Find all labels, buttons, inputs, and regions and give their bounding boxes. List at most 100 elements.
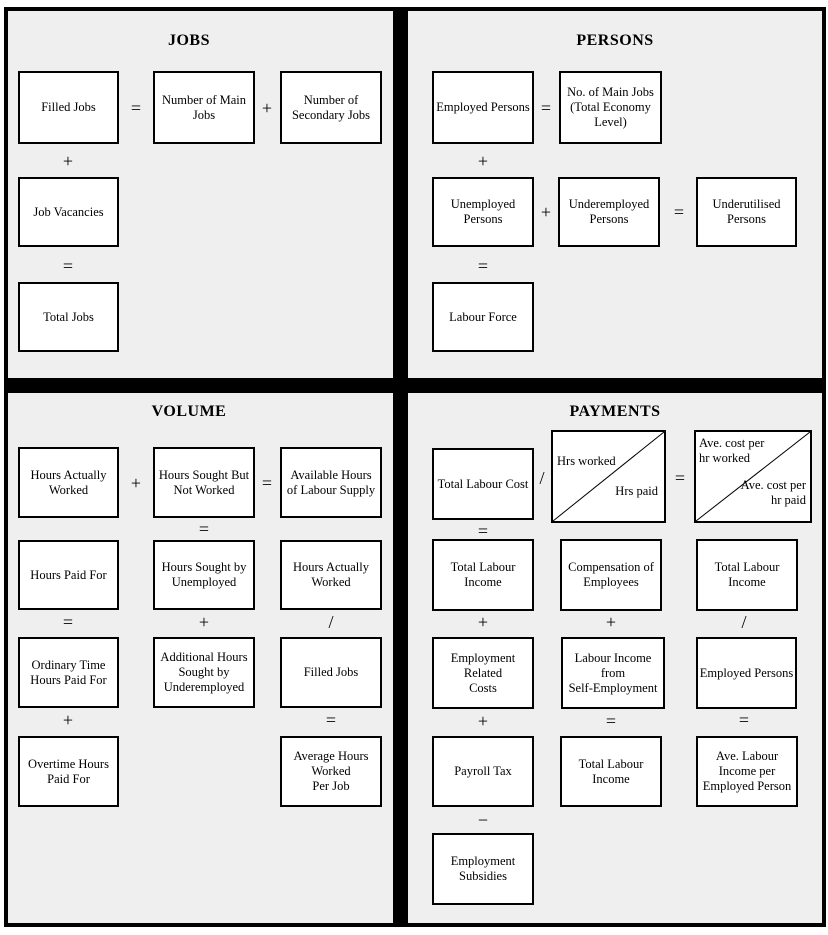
box-label: Total Labour Cost [437,476,529,491]
box-label: Number of Main Jobs [161,92,246,122]
box-employment-subsidies: Employment Subsidies [432,833,534,905]
horizontal-divider [8,378,822,393]
operator-equals: = [130,98,142,118]
box-filled-jobs: Filled Jobs [18,71,119,144]
box-label: Payroll Tax [454,764,512,778]
box-main-jobs-total-economy: No. of Main Jobs (Total Economy Level) [559,71,662,144]
box-unemployed-persons: Unemployed Persons [432,177,534,247]
box-label: Employed Persons [436,100,530,114]
quadrant-title-jobs: JOBS [167,32,210,49]
box-employment-related-costs: Employment Related Costs [432,637,534,709]
operator-equals: = [62,612,74,632]
box-label: Underemployed Persons [568,197,650,226]
box-underemployed-persons: Underemployed Persons [558,177,660,247]
box-label: Hours Sought by Unemployed [161,560,247,589]
box-underutilised-persons: Underutilised Persons [696,177,797,247]
box-hours-sought-by-unemployed: Hours Sought by Unemployed [153,540,255,610]
operator-plus: + [540,202,552,222]
operator-divide: / [741,612,747,632]
quadrant-title-volume: VOLUME [151,403,227,420]
box-average-hours-worked-per-job: Average Hours Worked Per Job [280,736,382,807]
box-total-labour-income-3: Total Labour Income [560,736,662,807]
diagonal-line [696,432,810,521]
box-label: No. of Main Jobs (Total Economy Level) [567,85,654,129]
operator-plus: + [477,711,489,731]
box-total-labour-cost: Total Labour Cost [432,448,534,520]
box-label: Overtime Hours Paid For [28,756,109,786]
box-ave-cost-per-hr: Ave. cost per hr worked Ave. cost per hr… [694,430,812,523]
box-label: Job Vacancies [33,204,104,219]
box-ave-labour-income-per-employed-person: Ave. Labour Income per Employed Person [696,736,798,807]
box-hours-actually-worked-2: Hours Actually Worked [280,540,382,610]
box-total-labour-income-1: Total Labour Income [432,539,534,611]
box-label: Employment Related Costs [450,650,516,695]
box-labour-force: Labour Force [432,282,534,352]
box-label: Total Labour Income [450,560,516,589]
box-employed-persons: Employed Persons [432,71,534,144]
box-label: Hours Actually Worked [292,560,370,589]
box-label: Hours Sought But Not Worked [158,467,250,497]
box-label: Employed Persons [699,665,794,680]
box-hours-paid-for: Hours Paid For [18,540,119,610]
vertical-divider [393,11,408,923]
operator-equals: = [738,710,750,730]
diag-label-hrs-paid: Hrs paid [615,484,658,498]
box-hours-actually-worked: Hours Actually Worked [18,447,119,518]
operator-equals: = [540,98,552,118]
box-label: Average Hours Worked Per Job [293,749,369,793]
diag-label-ave-cost-hr-worked: Ave. cost per hr worked [699,436,765,465]
box-hrs-worked-hrs-paid: Hrs worked Hrs paid [551,430,666,523]
box-compensation-of-employees: Compensation of Employees [560,539,662,611]
operator-plus: + [477,612,489,632]
box-employed-persons-payments: Employed Persons [696,637,797,709]
box-label: Available Hours of Labour Supply [286,467,376,497]
quadrant-title-payments: PAYMENTS [569,403,661,420]
operator-equals: = [673,202,685,222]
operator-plus: + [130,473,142,493]
box-number-of-main-jobs: Number of Main Jobs [153,71,255,144]
box-label: Underutilised Persons [712,197,781,226]
box-label: Total Labour Income [714,560,780,589]
box-label: Hours Paid For [30,567,107,582]
operator-divide: / [539,468,545,488]
box-label: Number of Secondary Jobs [291,92,371,122]
operator-plus: + [62,710,74,730]
box-label: Hours Actually Worked [30,467,107,497]
operator-equals: = [477,256,489,276]
box-label: Ordinary Time Hours Paid For [30,657,107,687]
operator-plus: + [477,151,489,171]
box-available-hours-of-labour-supply: Available Hours of Labour Supply [280,447,382,518]
diag-label-hrs-worked: Hrs worked [557,454,616,468]
quadrant-title-persons: PERSONS [576,32,654,49]
box-label: Ave. Labour Income per Employed Person [702,749,792,793]
box-job-vacancies: Job Vacancies [18,177,119,247]
operator-plus: + [605,612,617,632]
box-ordinary-time-hours-paid-for: Ordinary Time Hours Paid For [18,637,119,708]
operator-equals: = [261,473,273,493]
operator-minus: − [477,810,489,830]
box-label: Labour Force [449,309,517,324]
operator-equals: = [62,256,74,276]
box-label: Compensation of Employees [568,560,654,589]
box-total-labour-income-2: Total Labour Income [696,539,798,611]
box-label: Total Jobs [43,309,94,324]
box-label: Unemployed Persons [450,197,516,226]
operator-plus: + [198,612,210,632]
box-labour-income-from-self-employment: Labour Income from Self-Employment [561,637,665,709]
diagram-frame [4,7,826,927]
operator-plus: + [62,151,74,171]
operator-plus: + [261,98,273,118]
box-filled-jobs-volume: Filled Jobs [280,637,382,708]
operator-equals: = [325,710,337,730]
box-hours-sought-but-not-worked: Hours Sought But Not Worked [153,447,255,518]
operator-equals: = [477,521,489,541]
operator-equals: = [198,519,210,539]
operator-equals: = [605,711,617,731]
box-label: Filled Jobs [41,100,96,114]
diag-label-ave-cost-hr-paid: Ave. cost per hr paid [740,478,806,507]
box-payroll-tax: Payroll Tax [432,736,534,807]
diagonal-line [553,432,664,521]
box-total-jobs: Total Jobs [18,282,119,352]
operator-equals: = [674,468,686,488]
